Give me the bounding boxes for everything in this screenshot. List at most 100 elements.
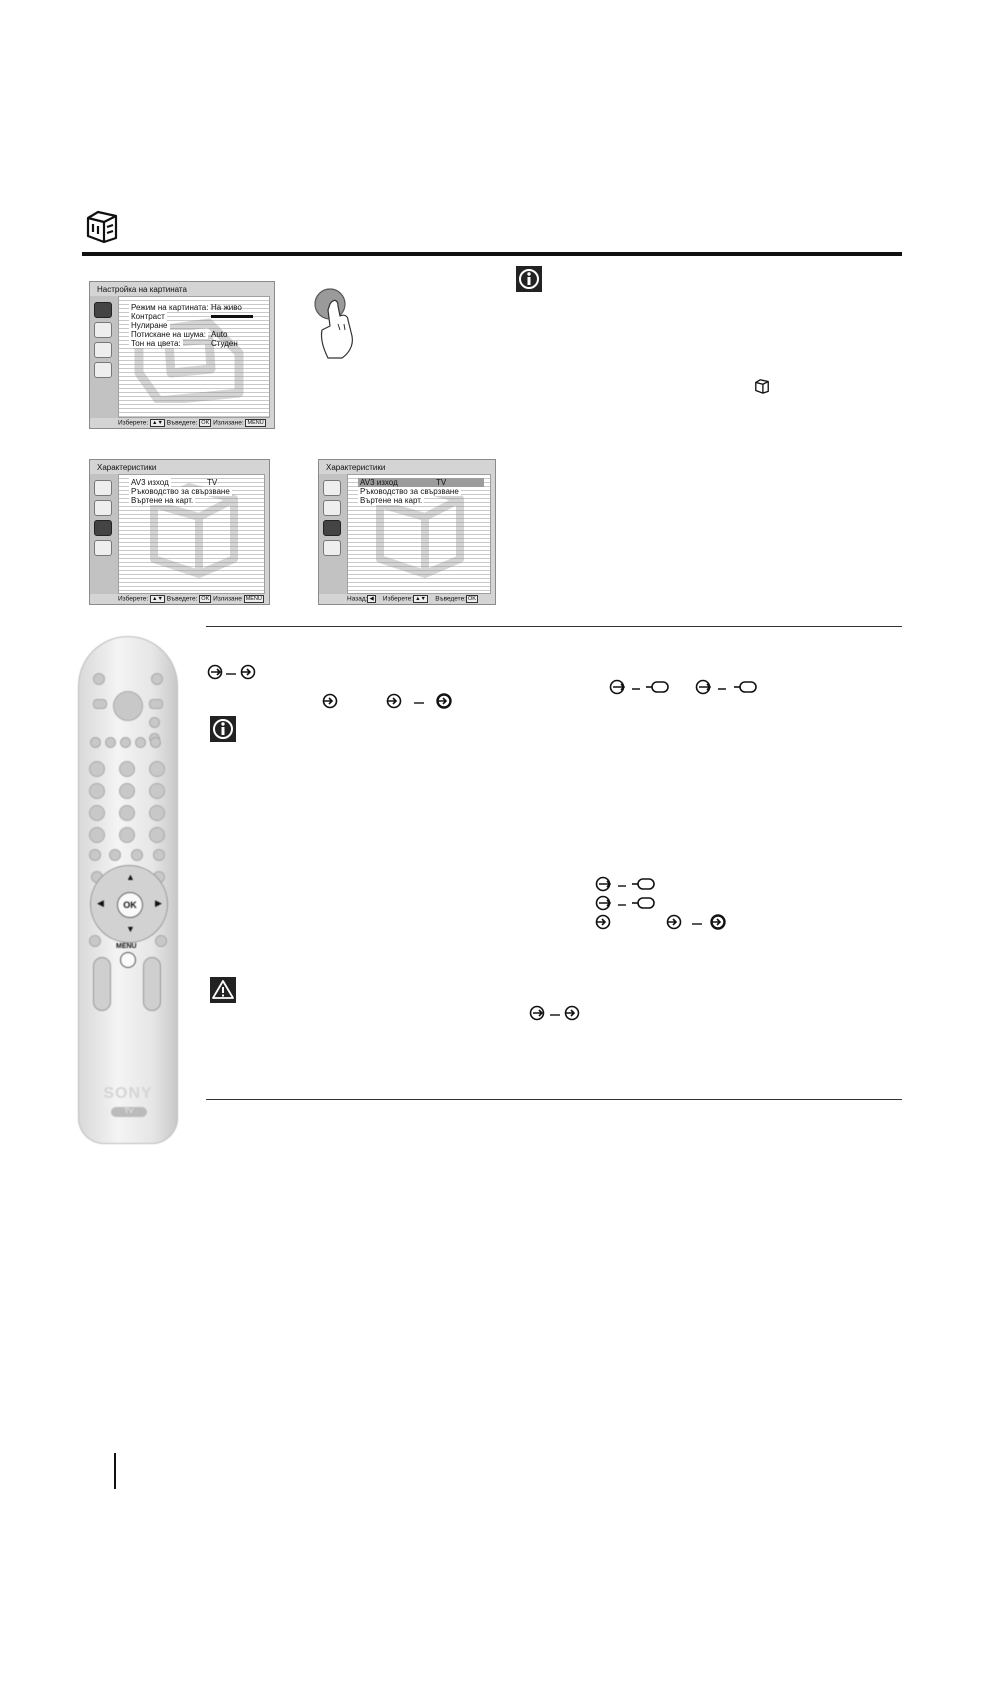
remote-button bbox=[89, 849, 101, 861]
remote-button bbox=[120, 737, 131, 748]
menu-sidebar bbox=[90, 296, 118, 418]
av-input-output-icons bbox=[529, 1005, 580, 1021]
info-icon bbox=[210, 716, 236, 742]
info-icon bbox=[516, 266, 542, 292]
remote-button bbox=[149, 699, 163, 709]
features-screen-selected: Характеристики AV3 изход TV Ръководство … bbox=[318, 459, 496, 605]
number-button bbox=[89, 805, 105, 821]
number-button bbox=[89, 783, 105, 799]
sound-menu-icon bbox=[323, 500, 341, 516]
remote-button bbox=[151, 673, 163, 685]
volume-rocker bbox=[93, 957, 111, 1011]
av-scart-icons bbox=[595, 895, 655, 911]
menu-row-picture-rotation[interactable]: Въртене на карт. bbox=[129, 496, 196, 505]
picture-settings-screen: Настройка на картината Режим на картинат… bbox=[89, 281, 275, 429]
menu-row-av3-output[interactable]: AV3 изход bbox=[129, 478, 171, 487]
av-input-output-icons bbox=[207, 664, 256, 680]
remote-button bbox=[150, 737, 161, 748]
picture-menu-icon bbox=[94, 480, 112, 496]
menu-row-av3-output[interactable]: AV3 изход bbox=[358, 478, 484, 487]
remote-button bbox=[93, 699, 107, 709]
av-input-icons bbox=[595, 914, 726, 930]
av-input-icons bbox=[322, 693, 452, 709]
features-screen: Характеристики AV3 изход TV Ръководство … bbox=[89, 459, 270, 605]
features-menu-icon bbox=[94, 520, 112, 536]
header-rule bbox=[82, 252, 902, 256]
screen-title: Характеристики bbox=[326, 463, 386, 472]
remote-button bbox=[105, 737, 116, 748]
row-value: TV bbox=[207, 478, 218, 487]
number-button bbox=[149, 805, 165, 821]
menu-row-color-tone[interactable]: Тон на цвета: bbox=[129, 339, 183, 348]
sound-menu-icon bbox=[94, 500, 112, 516]
arrow-right-icon: ▶ bbox=[155, 898, 162, 908]
section-rule bbox=[206, 1099, 902, 1100]
number-button bbox=[89, 761, 105, 777]
number-button bbox=[149, 783, 165, 799]
arrow-down-icon: ▼ bbox=[126, 924, 135, 934]
screen-title: Настройка на картината bbox=[97, 285, 187, 294]
remote-button bbox=[113, 691, 143, 721]
setup-menu-icon bbox=[323, 540, 341, 556]
menu-sidebar bbox=[319, 474, 347, 594]
menu-sidebar bbox=[90, 474, 118, 594]
menu-label: MENU bbox=[116, 943, 137, 950]
remote-button bbox=[89, 935, 101, 947]
menu-panel: Режим на картината: На живо Контраст Нул… bbox=[118, 296, 270, 418]
picture-menu-icon bbox=[94, 302, 112, 318]
remote-button bbox=[153, 849, 165, 861]
remote-button bbox=[90, 737, 101, 748]
menu-row-connection-guide[interactable]: Ръководство за свързване bbox=[129, 487, 232, 496]
number-button bbox=[119, 827, 135, 843]
sound-menu-icon bbox=[94, 322, 112, 338]
arrow-up-icon: ▲ bbox=[126, 872, 135, 882]
number-button bbox=[149, 761, 165, 777]
screen-title: Характеристики bbox=[97, 463, 157, 472]
program-rocker bbox=[143, 957, 161, 1011]
menu-row-noise-reduction[interactable]: Потискане на шума: bbox=[129, 330, 208, 339]
arrow-left-icon: ◀ bbox=[97, 898, 104, 908]
screen-footer: Изберете: ▲▼ Въведете: OK Излизане: MENU bbox=[118, 419, 266, 427]
menu-row-picture-mode[interactable]: Режим на картината: bbox=[129, 303, 211, 312]
features-menu-icon bbox=[323, 520, 341, 536]
picture-menu-icon bbox=[323, 480, 341, 496]
row-value: На живо bbox=[211, 303, 242, 312]
tv-badge: TV bbox=[111, 1107, 147, 1117]
screen-footer: Назад:◀ Изберете:▲▼ Въведете:OK bbox=[347, 595, 478, 603]
remote-button bbox=[131, 849, 143, 861]
number-button bbox=[119, 805, 135, 821]
av-scart-icons bbox=[609, 679, 757, 695]
menu-panel: AV3 изход TV Ръководство за свързване Въ… bbox=[347, 474, 491, 594]
contrast-level-bar bbox=[211, 315, 253, 318]
remote-button bbox=[135, 737, 146, 748]
features-menu-icon bbox=[755, 379, 769, 394]
remote-button bbox=[155, 935, 167, 947]
menu-row-connection-guide[interactable]: Ръководство за свързване bbox=[358, 487, 461, 496]
remote-control: OK ▲ ▼ ◀ ▶ MENU SONY TV bbox=[78, 636, 178, 1144]
brand-logo: SONY bbox=[103, 1085, 153, 1102]
features-menu-icon bbox=[86, 210, 118, 244]
page-margin-bar bbox=[114, 1453, 116, 1489]
warning-icon bbox=[210, 977, 236, 1003]
menu-panel: AV3 изход TV Ръководство за свързване Въ… bbox=[118, 474, 265, 594]
setup-menu-icon bbox=[94, 540, 112, 556]
picture-watermark-icon bbox=[134, 318, 244, 403]
section-rule bbox=[206, 626, 902, 627]
features-menu-icon bbox=[94, 342, 112, 358]
remote-button bbox=[93, 673, 105, 685]
menu-row-reset[interactable]: Нулиране bbox=[129, 321, 170, 330]
av-scart-icons bbox=[595, 876, 655, 892]
ok-button: OK bbox=[117, 892, 143, 918]
menu-row-picture-rotation[interactable]: Въртене на карт. bbox=[358, 496, 425, 505]
row-value: Auto bbox=[211, 330, 228, 339]
setup-menu-icon bbox=[94, 362, 112, 378]
number-button bbox=[119, 783, 135, 799]
number-button bbox=[149, 827, 165, 843]
remote-button bbox=[109, 849, 121, 861]
menu-row-contrast[interactable]: Контраст bbox=[129, 312, 167, 321]
row-value: TV bbox=[436, 478, 447, 487]
hand-pressing-button-icon bbox=[314, 288, 353, 359]
menu-button bbox=[120, 952, 136, 968]
number-button bbox=[89, 827, 105, 843]
screen-footer: Изберете: ▲▼ Въведете: OK Излизане MENU bbox=[118, 595, 264, 603]
